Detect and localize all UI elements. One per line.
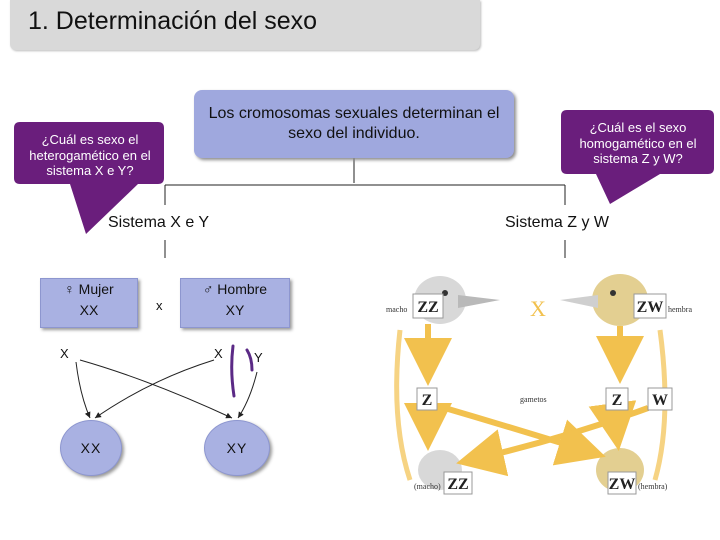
gamete-male-y: Y — [254, 350, 263, 365]
callout-left-text: ¿Cuál es sexo el heterogamético en el si… — [29, 132, 151, 179]
chromosome-x-icon — [230, 344, 236, 398]
male-label: ♂ Hombre — [202, 281, 268, 297]
chromosome-y-icon — [245, 348, 254, 372]
female-genotype: XX — [79, 302, 99, 318]
arrow-x-to-xx — [75, 361, 91, 419]
xy-cross-symbol: x — [156, 298, 163, 313]
male-node: ♂ Hombre XY — [180, 278, 290, 328]
female-label: ♀ Mujer — [64, 281, 114, 297]
hembra-genotype: ZW — [637, 299, 664, 316]
offspring-female-node: XX — [60, 420, 122, 476]
gamete-z-right: Z — [612, 392, 623, 409]
offspring-hembra-label: (hembra) — [638, 482, 668, 491]
system-zw-label: Sistema Z y W — [505, 214, 610, 231]
offspring-hembra-genotype: ZW — [609, 476, 636, 493]
gamete-z-left: Z — [422, 392, 433, 409]
arrow-x-to-xy — [79, 359, 233, 419]
offspring-macho-label: (macho) — [414, 482, 441, 491]
offspring-macho-genotype: ZZ — [447, 476, 468, 493]
offspring-female-genotype: XX — [80, 440, 102, 456]
offspring-male-genotype: XY — [226, 440, 248, 456]
main-concept-box: Los cromosomas sexuales determinan el se… — [194, 90, 514, 158]
zw-crossing-illustration: ZZ ZW Z Z W ZZ ZW macho hembra X gametos… — [386, 274, 692, 495]
gamete-female-x: X — [60, 346, 69, 361]
gametes-label: gametos — [520, 395, 547, 404]
title-bar — [10, 0, 480, 50]
arrow-malex-to-xx — [94, 359, 215, 419]
hembra-label: hembra — [668, 305, 692, 314]
page-title: 1. Determinación del sexo — [28, 7, 318, 35]
macho-label: macho — [386, 305, 407, 314]
callout-left-bubble — [14, 122, 164, 234]
gamete-w: W — [652, 392, 668, 409]
female-node: ♀ Mujer XX — [40, 278, 138, 328]
callout-right-bubble — [561, 110, 714, 204]
zw-cross-symbol: X — [530, 296, 546, 321]
system-xy-label: Sistema X e Y — [108, 214, 210, 231]
arrow-y-to-xy — [237, 371, 258, 419]
macho-genotype: ZZ — [417, 299, 438, 316]
gamete-male-x: X — [214, 346, 223, 361]
offspring-male-node: XY — [204, 420, 270, 476]
callout-right-text: ¿Cuál es el sexo homogamético en el sist… — [579, 120, 697, 167]
male-genotype: XY — [225, 302, 245, 318]
